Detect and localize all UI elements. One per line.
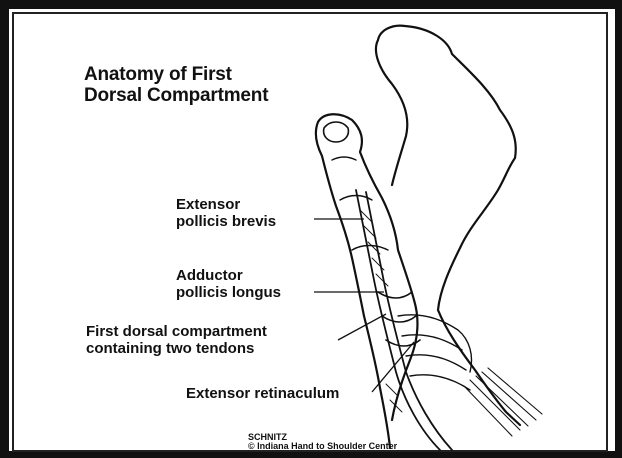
- label-adductor-pollicis-longus: Adductor pollicis longus: [176, 267, 281, 301]
- label-line-2: pollicis brevis: [176, 213, 276, 230]
- artist-credit: SCHNITZ © Indiana Hand to Shoulder Cente…: [248, 433, 397, 451]
- label-line-1: Extensor retinaculum: [186, 385, 339, 402]
- label-first-dorsal-compartment: First dorsal compartment containing two …: [86, 323, 267, 357]
- label-line-1: Adductor: [176, 267, 281, 284]
- diagram-title: Anatomy of First Dorsal Compartment: [84, 64, 268, 106]
- muscle-fibres: [464, 368, 542, 436]
- copyright-notice: © Indiana Hand to Shoulder Center: [248, 442, 397, 451]
- label-line-1: Extensor: [176, 196, 276, 213]
- title-line-2: Dorsal Compartment: [84, 85, 268, 106]
- title-line-1: Anatomy of First: [84, 64, 268, 85]
- label-extensor-retinaculum: Extensor retinaculum: [186, 385, 339, 402]
- label-line-1: First dorsal compartment: [86, 323, 267, 340]
- label-extensor-pollicis-brevis: Extensor pollicis brevis: [176, 196, 276, 230]
- label-line-2: containing two tendons: [86, 340, 267, 357]
- label-line-2: pollicis longus: [176, 284, 281, 301]
